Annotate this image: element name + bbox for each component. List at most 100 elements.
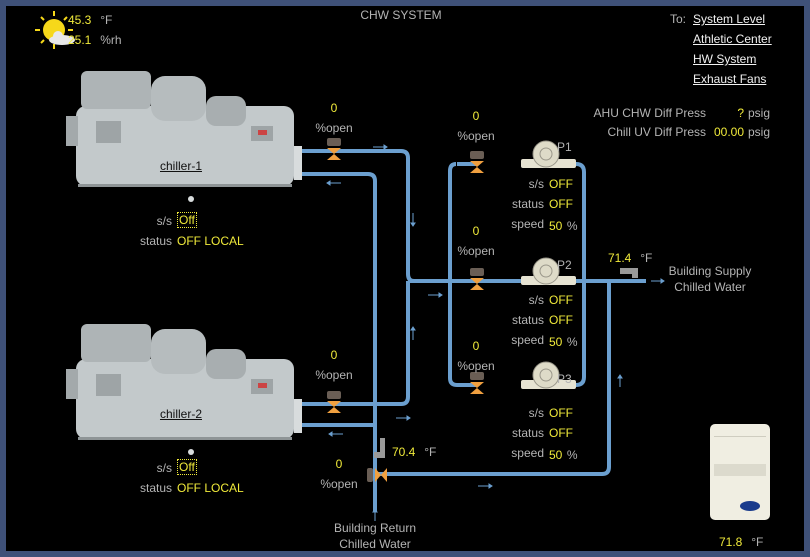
page-title: CHW SYSTEM <box>360 8 442 22</box>
pump-3-status-value: OFF <box>549 426 573 440</box>
valve-icon <box>470 372 484 394</box>
chw-system-graphic: CHW SYSTEM 45.3 °F 25.1 %rh To: System L… <box>6 6 804 551</box>
pump-1-valve-unit: %open <box>457 129 495 143</box>
bypass-valve-icon <box>367 468 387 482</box>
pump-2-name[interactable]: P2 <box>557 258 572 272</box>
pump-2-ss-label: s/s <box>528 293 544 307</box>
outdoor-humidity: 25.1 %rh <box>68 31 122 49</box>
chiller-1-ss-control[interactable]: Off <box>177 212 197 228</box>
chiller-2-status-value: OFF LOCAL <box>177 481 244 495</box>
temp-sensor-icon <box>374 438 385 458</box>
pipe-ch1-supply <box>298 149 446 283</box>
building-supply-label-2: Chilled Water <box>674 280 746 294</box>
chiller-1-status-value: OFF LOCAL <box>177 234 244 248</box>
pump-2-valve-unit: %open <box>457 244 495 258</box>
pump-3-speed-label: speed <box>511 446 544 460</box>
pipe-ch2-supply <box>298 281 410 406</box>
ahu-chw-diff-press-unit: psig <box>748 106 771 120</box>
pump-3-name[interactable]: P3 <box>557 372 572 386</box>
ahu-chw-diff-press-label: AHU CHW Diff Press <box>593 106 706 120</box>
chiller-1-valve-value: 0 <box>330 101 338 115</box>
chiller-2-link[interactable]: chiller-2 <box>159 407 202 421</box>
building-supply-label-1: Building Supply <box>668 264 752 278</box>
pump-2-speed[interactable]: 50 % <box>549 333 577 351</box>
outdoor-temp-unit: °F <box>100 13 113 27</box>
flow-arrow-icon <box>328 431 343 437</box>
piping-diagram <box>35 11 770 521</box>
flow-arrow-icon <box>617 374 623 387</box>
chiller-2-ss-label: s/s <box>156 461 172 475</box>
chiller-1-valve-unit: %open <box>315 121 353 135</box>
pump-1-valve-value: 0 <box>472 109 480 123</box>
pipe-ch1-return <box>298 172 377 474</box>
nav-link-exhaust-fans[interactable]: Exhaust Fans <box>693 72 767 86</box>
nav-to-label: To: <box>670 12 687 26</box>
pump-3-status-label: status <box>511 426 544 440</box>
bypass-valve-value: 0 <box>335 457 343 471</box>
pump-3-ss-value[interactable]: OFF <box>549 406 573 420</box>
pump-1-ss-label: s/s <box>528 177 544 191</box>
sun-cloud-icon <box>35 11 75 49</box>
return-temp-unit: °F <box>424 445 437 459</box>
room-temp-unit: °F <box>751 535 764 549</box>
valve-icon <box>327 138 341 160</box>
pump-3-speed-unit: % <box>566 448 578 462</box>
pump-1-ss-value[interactable]: OFF <box>549 177 573 191</box>
room-temp-value: 71.8 <box>719 535 743 549</box>
flow-arrow-icon <box>396 415 411 421</box>
pump-3-valve-value: 0 <box>472 339 480 353</box>
building-return-label-2: Chilled Water <box>339 537 411 551</box>
chiller-2-valve-value: 0 <box>330 348 338 362</box>
pump-3-speed-value: 50 <box>549 448 563 462</box>
supply-temp-value: 71.4 <box>608 251 632 265</box>
valve-icon <box>470 268 484 290</box>
chiller-1-link[interactable]: chiller-1 <box>159 159 202 173</box>
chiller-1-status-label: status <box>139 234 172 248</box>
pump-icon <box>521 361 576 389</box>
chiller-2-status-label: status <box>139 481 172 495</box>
chill-uv-diff-press-unit: psig <box>748 125 771 139</box>
pump-2-valve-value: 0 <box>472 224 480 238</box>
outdoor-temp: 45.3 °F <box>68 11 112 29</box>
pump-icon <box>521 140 576 168</box>
pump-2-speed-unit: % <box>566 335 578 349</box>
flow-arrow-icon <box>651 278 665 284</box>
valve-icon <box>327 391 341 413</box>
pump-3-valve-unit: %open <box>457 359 495 373</box>
pump-1-speed-label: speed <box>511 217 544 231</box>
pump-1-speed-value: 50 <box>549 219 563 233</box>
pump-3-speed[interactable]: 50 % <box>549 446 577 464</box>
nav-link-system-level[interactable]: System Level <box>693 12 766 26</box>
nav-link-athletic-center[interactable]: Athletic Center <box>693 32 772 46</box>
pump-1-name[interactable]: P1 <box>557 140 572 154</box>
pump-1-speed[interactable]: 50 % <box>549 217 577 235</box>
building-return-label-1: Building Return <box>333 521 417 535</box>
pipe-pump-loop-right <box>566 162 586 387</box>
outdoor-humidity-value: 25.1 <box>68 33 92 47</box>
pump-3-ss-label: s/s <box>528 406 544 420</box>
room-temp: 71.8 °F <box>719 533 763 551</box>
supply-temp: 71.4 °F <box>608 249 652 267</box>
return-temp: 70.4 °F <box>392 443 436 461</box>
chill-uv-diff-press-label: Chill UV Diff Press <box>607 125 706 139</box>
pump-icon <box>521 257 576 285</box>
supply-temp-unit: °F <box>640 251 653 265</box>
outdoor-humidity-unit: %rh <box>100 33 122 47</box>
outdoor-temp-value: 45.3 <box>68 13 92 27</box>
pump-2-speed-value: 50 <box>549 335 563 349</box>
pump-1-status-value: OFF <box>549 197 573 211</box>
pipe-pump-loop-left <box>448 162 476 387</box>
chiller-2-valve-unit: %open <box>315 368 353 382</box>
chiller-2-image <box>66 324 302 455</box>
bypass-valve-unit: %open <box>320 477 358 491</box>
chiller-1-ss-label: s/s <box>156 214 172 228</box>
pump-2-speed-label: speed <box>511 333 544 347</box>
flow-arrow-icon <box>372 508 378 521</box>
flow-arrow-icon <box>326 180 341 186</box>
flow-arrow-icon <box>373 144 388 150</box>
chill-uv-diff-press-value: 00.00 <box>713 125 744 139</box>
pump-2-ss-value[interactable]: OFF <box>549 293 573 307</box>
nav-link-hw-system[interactable]: HW System <box>693 52 757 66</box>
chiller-2-ss-control[interactable]: Off <box>177 459 197 475</box>
room-sensor-image <box>710 424 770 520</box>
